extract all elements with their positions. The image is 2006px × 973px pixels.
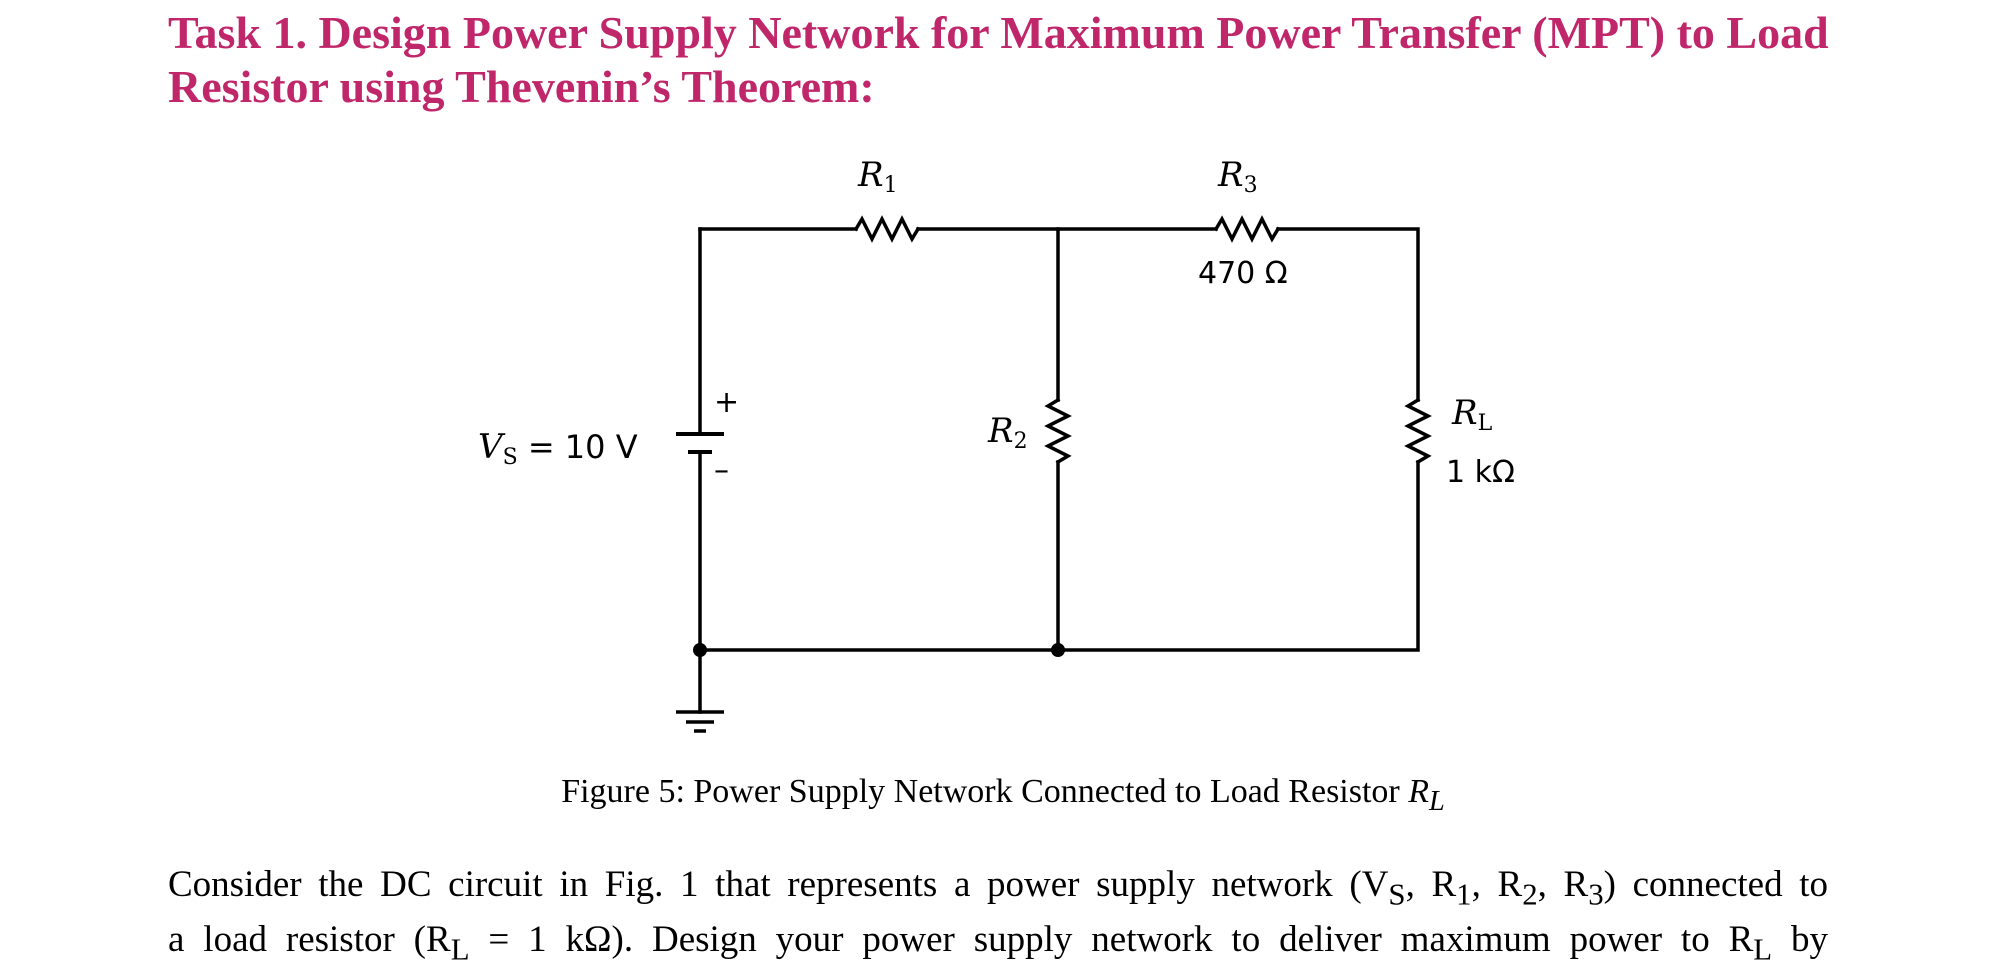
r1-label: R1 xyxy=(857,155,898,198)
body-line-2: a load resistor (RL = 1 kΩ). Design your… xyxy=(168,919,1829,967)
junction-dot-middle xyxy=(1051,643,1065,657)
vs-label: VS = 10 V xyxy=(478,427,638,470)
resistor-r2 xyxy=(1044,397,1072,465)
task-title: Task 1. Design Power Supply Network for … xyxy=(168,7,1829,112)
resistor-r1 xyxy=(853,215,921,243)
r2-label: R2 xyxy=(987,411,1028,454)
wire-right-bottom xyxy=(698,460,1420,652)
junction-dot-left xyxy=(693,643,707,657)
body-paragraph: Consider the DC circuit in Fig. 1 that r… xyxy=(168,862,1828,973)
wire-top-right xyxy=(1276,227,1420,402)
rl-value: 1 kΩ xyxy=(1446,455,1515,490)
battery-plus-sign: + xyxy=(714,385,739,420)
r3-value: 470 Ω xyxy=(1198,256,1288,291)
ground-icon xyxy=(676,710,724,733)
r3-label: R3 xyxy=(1217,155,1258,198)
resistor-rl xyxy=(1404,397,1432,465)
battery-minus-sign: – xyxy=(714,453,729,488)
figure-caption: Figure 5: Power Supply Network Connected… xyxy=(561,773,1445,817)
resistor-r3 xyxy=(1213,215,1281,243)
rl-label: RL xyxy=(1451,393,1493,436)
body-line-1: Consider the DC circuit in Fig. 1 that r… xyxy=(168,864,1829,912)
